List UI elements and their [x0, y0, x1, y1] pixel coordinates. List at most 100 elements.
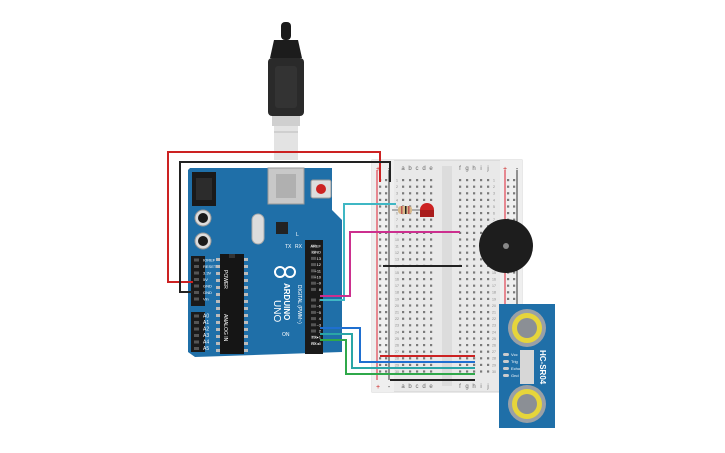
rail-hole — [385, 350, 388, 353]
row-number: 10 — [395, 238, 399, 242]
column-letter-top: i — [480, 166, 481, 172]
breadboard-hole — [430, 304, 433, 307]
digital-title: DIGITAL (PWM~) — [296, 285, 302, 324]
breadboard-hole — [416, 317, 419, 320]
breadboard-hole — [430, 311, 433, 314]
breadboard-hole — [466, 271, 469, 274]
breadboard-hole — [402, 278, 405, 281]
rail-hole — [385, 370, 388, 373]
breadboard-hole — [402, 350, 405, 353]
breadboard-hole — [402, 284, 405, 287]
breadboard-hole — [423, 179, 426, 182]
breadboard-hole — [416, 370, 419, 373]
row-number: 22 — [492, 317, 496, 321]
breadboard-hole — [487, 179, 490, 182]
row-number: 6 — [396, 212, 398, 216]
breadboard-hole — [487, 357, 490, 360]
breadboard-hole — [423, 363, 426, 366]
breadboard-hole — [416, 179, 419, 182]
rail-hole — [513, 278, 516, 281]
breadboard-hole — [423, 311, 426, 314]
rail-hole — [513, 218, 516, 221]
breadboard-hole — [423, 297, 426, 300]
rail-hole — [385, 304, 388, 307]
breadboard-hole — [466, 218, 469, 221]
rail-hole — [507, 278, 510, 281]
row-number: 29 — [395, 363, 399, 367]
breadboard-hole — [466, 198, 469, 201]
row-number: 7 — [396, 218, 398, 222]
breadboard-hole — [480, 278, 483, 281]
row-number: 30 — [492, 370, 496, 374]
breadboard-hole — [402, 179, 405, 182]
aref-label: AREF — [310, 244, 321, 249]
breadboard-hole — [459, 317, 462, 320]
breadboard-hole — [409, 218, 412, 221]
breadboard-hole — [416, 304, 419, 307]
column-letter-bottom: a — [401, 384, 405, 390]
breadboard-hole — [459, 350, 462, 353]
breadboard-hole — [423, 357, 426, 360]
rail-hole — [385, 185, 388, 188]
breadboard-hole — [466, 251, 469, 254]
breadboard-hole — [473, 185, 476, 188]
row-number: 23 — [395, 324, 399, 328]
breadboard-hole — [409, 291, 412, 294]
analog-pin-label: A3 — [203, 333, 209, 339]
column-letter-bottom: g — [465, 384, 468, 390]
breadboard-hole — [459, 258, 462, 261]
breadboard-hole — [473, 330, 476, 333]
breadboard-hole — [473, 278, 476, 281]
breadboard-hole — [430, 225, 433, 228]
rail-hole — [507, 284, 510, 287]
rail-hole — [379, 212, 382, 215]
breadboard-hole — [409, 337, 412, 340]
breadboard-hole — [473, 363, 476, 366]
sensor-pin-label: Gnd — [511, 373, 519, 378]
column-letter-bottom: c — [416, 384, 419, 390]
rail-hole — [385, 357, 388, 360]
breadboard-hole — [466, 324, 469, 327]
row-number: 2 — [493, 185, 495, 189]
breadboard-hole — [473, 311, 476, 314]
breadboard-hole — [430, 192, 433, 195]
breadboard-hole — [473, 205, 476, 208]
rail-hole — [385, 297, 388, 300]
breadboard-hole — [409, 278, 412, 281]
rail-hole — [507, 212, 510, 215]
rail-hole — [385, 245, 388, 248]
breadboard-hole — [430, 324, 433, 327]
row-number: 24 — [395, 330, 399, 334]
breadboard-hole — [416, 192, 419, 195]
breadboard-hole — [480, 344, 483, 347]
breadboard-hole — [402, 311, 405, 314]
breadboard-hole — [487, 185, 490, 188]
analog-pin-label: A5 — [203, 346, 209, 352]
row-number: 26 — [395, 344, 399, 348]
rail-hole — [507, 185, 510, 188]
breadboard-hole — [409, 225, 412, 228]
rail-hole — [379, 258, 382, 261]
breadboard-hole — [430, 284, 433, 287]
breadboard-hole — [430, 344, 433, 347]
breadboard-hole — [473, 350, 476, 353]
breadboard-hole — [402, 357, 405, 360]
breadboard-hole — [416, 291, 419, 294]
chip-pin — [216, 307, 220, 310]
breadboard-hole — [480, 258, 483, 261]
breadboard-hole — [416, 271, 419, 274]
breadboard-hole — [480, 271, 483, 274]
rail-hole — [385, 284, 388, 287]
header-pin — [194, 258, 199, 262]
digital-pin-label: ~11 — [315, 268, 322, 273]
breadboard-hole — [480, 363, 483, 366]
row-number: 4 — [493, 198, 495, 202]
breadboard-hole — [416, 324, 419, 327]
breadboard-hole — [402, 198, 405, 201]
breadboard-hole — [480, 192, 483, 195]
chip-pin — [216, 258, 220, 261]
piezo-buzzer-icon — [479, 219, 533, 273]
header-pin — [311, 250, 316, 254]
breadboard-hole — [409, 258, 412, 261]
